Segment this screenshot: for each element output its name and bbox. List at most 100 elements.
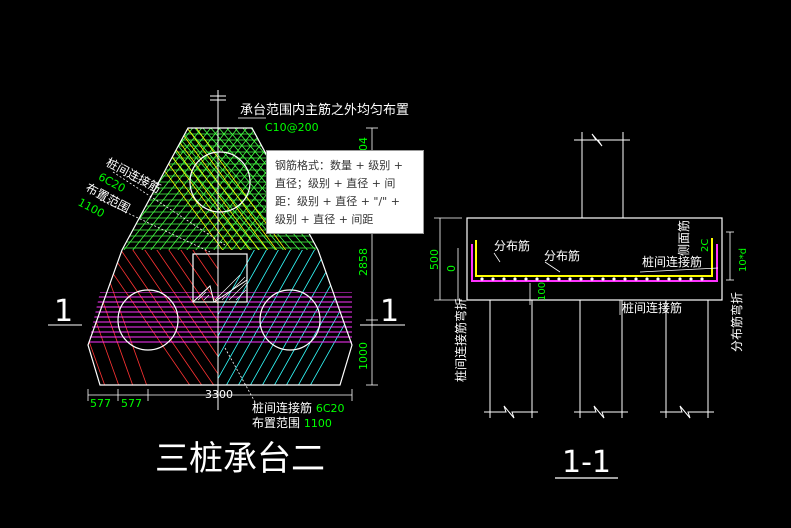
rebar-dot [502, 277, 506, 281]
tooltip-line-3: 距：级别 + 直径 + "/" + [275, 195, 400, 208]
leader-lines [99, 117, 266, 253]
plan-view: 1 1 承台范围内主筋之外均匀布置 C10@200 桩间连接筋 6C20 布置范… [48, 90, 409, 479]
sec-dim-500: 500 [428, 249, 441, 270]
section-distribution-bar [475, 238, 713, 277]
dim-577-a: 577 [90, 397, 111, 410]
rebar-line [142, 128, 254, 250]
rebar-line [241, 250, 333, 385]
rebar-dot [656, 277, 660, 281]
pile-right [259, 289, 321, 351]
rebar-dot [524, 277, 528, 281]
sec-label-conn-bottom: 桩间连接筋 [622, 300, 682, 315]
rebar-line [88, 259, 125, 385]
sec-dim-0: 0 [445, 265, 458, 272]
sec-label-left-vert: 桩间连接筋弯折 [453, 298, 468, 382]
column-section [192, 253, 248, 303]
top-note: 承台范围内主筋之外均匀布置 [240, 102, 409, 118]
rebar-dot [480, 277, 484, 281]
sec-dim-10d: 10*d [738, 248, 749, 272]
rebar-dot [568, 277, 572, 281]
magenta-band-rebar-hatch [88, 292, 352, 343]
sec-label-dist2: 分布筋 [544, 248, 580, 263]
rebar-dot [678, 277, 682, 281]
rebar-line [89, 250, 201, 385]
rebar-line [253, 250, 345, 385]
plan-title: 三桩承台二 [155, 439, 325, 479]
rebar-line [218, 250, 309, 385]
rebar-line [137, 250, 218, 385]
tooltip-line-2: 直径；级别 + 直径 + 间 [275, 177, 396, 190]
dim-2858: 2858 [357, 248, 370, 276]
section-view: 500 0 100 10*d 2C 分布筋 分布筋 桩间连接筋 桩间连接筋 侧面… [428, 132, 749, 480]
rebar-line [218, 250, 273, 385]
column-break-line [192, 279, 248, 303]
rebar-dot [590, 277, 594, 281]
rebar-dot [612, 277, 616, 281]
sec-dim-100: 100 [537, 282, 548, 301]
rebar-line [182, 128, 294, 250]
rebar-dot [546, 277, 550, 281]
bottom-label-range-spec: 1100 [304, 417, 332, 430]
sec-label-side: 侧面筋 [676, 220, 691, 256]
rebar-line [161, 250, 218, 385]
bottom-label-bar-line: 桩间连接筋 6C20 [252, 400, 345, 415]
rebar-line [173, 128, 285, 250]
section-cap [466, 217, 723, 301]
tooltip-line-1: 钢筋格式：数量 + 级别 + [275, 159, 403, 172]
rebar-dot [645, 277, 649, 281]
rebar-line [195, 128, 317, 250]
rebar-line [88, 259, 111, 385]
section-piles [484, 300, 714, 419]
rebar-dot [667, 277, 671, 281]
rebar-dot [700, 277, 704, 281]
section-leaders [493, 231, 734, 315]
rebar-dot [601, 277, 605, 281]
rebar-line [229, 250, 321, 385]
dim-577-b: 577 [121, 397, 142, 410]
rebar-line [151, 128, 263, 250]
dim-1000: 1000 [357, 342, 370, 370]
bottom-label-range: 布置范围 [252, 416, 300, 430]
rebar-dot [623, 277, 627, 281]
rebar-line [146, 128, 258, 250]
rebar-line [113, 250, 218, 385]
pile-top [189, 151, 251, 213]
section-dimension-lines [434, 217, 531, 305]
rebar-line [218, 250, 285, 385]
rebar-line [197, 250, 218, 385]
sec-dim-2c: 2C [700, 239, 711, 252]
sec-label-dist1: 分布筋 [494, 238, 530, 253]
rebar-line [149, 250, 218, 385]
bottom-label-bar: 桩间连接筋 [252, 400, 312, 415]
rebar-line [218, 250, 297, 385]
tooltip-line-4: 级别 + 直径 + 间距 [275, 213, 374, 226]
rebar-line [171, 128, 293, 250]
rebar-line [277, 250, 352, 385]
section-mark-right: 1 [380, 294, 399, 329]
rebar-line [133, 128, 245, 250]
section-rebar-dots [480, 277, 704, 281]
rebar-line [203, 128, 318, 250]
rebar-line [122, 128, 227, 250]
section-column [574, 132, 630, 218]
rebar-line [301, 250, 352, 385]
rebar-line [101, 259, 153, 385]
rebar-line [289, 250, 352, 385]
bottom-label-bar-spec: 6C20 [316, 402, 345, 415]
rebar-line [185, 250, 218, 385]
rebar-line [124, 128, 236, 250]
rebar-format-tooltip: 钢筋格式：数量 + 级别 + 直径；级别 + 直径 + 间 距：级别 + 直径 … [266, 150, 424, 234]
rebar-line [160, 128, 272, 250]
rebar-dot [513, 277, 517, 281]
rebar-line [179, 128, 301, 250]
section-mark-left: 1 [54, 294, 73, 329]
rebar-line [164, 128, 276, 250]
rebar-line [173, 250, 218, 385]
rebar-dot [689, 277, 693, 281]
vertical-axis [210, 90, 226, 410]
bottom-dimension-lines [87, 389, 353, 401]
top-note-spec: C10@200 [265, 121, 319, 134]
rebar-dot [557, 277, 561, 281]
sec-label-right-vert: 分布筋弯折 [729, 292, 744, 352]
